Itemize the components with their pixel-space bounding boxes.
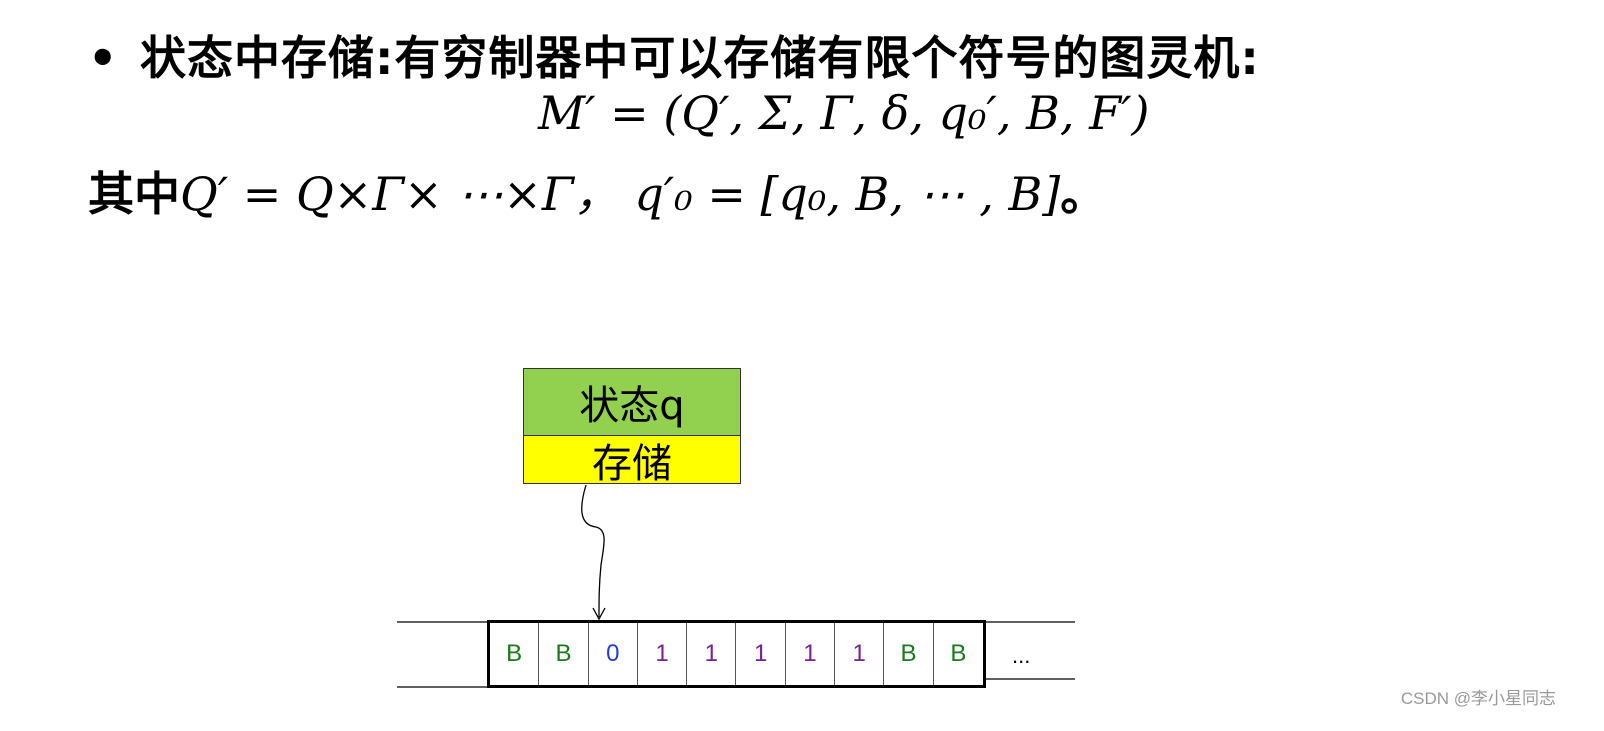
where-definition: 其中Q′ = Q×Γ× ⋯×Γ， q′₀ = [q₀, B, ⋯ , B]。 bbox=[88, 158, 1106, 224]
watermark: CSDN @李小星同志 bbox=[1400, 689, 1556, 708]
tape-ellipsis: ... bbox=[1012, 643, 1031, 668]
machine-formula: M′ = (Q′, Σ, Γ, δ, q₀′, B, F′) bbox=[538, 86, 1150, 140]
state-label: 状态q bbox=[579, 383, 685, 429]
state-box: 状态q bbox=[523, 368, 741, 436]
tape-cell: 0 bbox=[589, 623, 638, 685]
bullet: • bbox=[88, 31, 119, 85]
where-suffix: 。 bbox=[1060, 167, 1107, 221]
head-arrowhead bbox=[592, 607, 606, 621]
tape-cell: 1 bbox=[835, 623, 885, 685]
heading-text: 状态中存储:有穷制器中可以存储有限个符号的图灵机: bbox=[140, 31, 1260, 85]
head-pointer-line bbox=[581, 484, 605, 618]
storage-label: 存储 bbox=[592, 440, 672, 487]
tape-cell: 1 bbox=[786, 623, 836, 685]
storage-box: 存储 bbox=[523, 436, 741, 487]
tape-cell: B bbox=[490, 623, 540, 685]
tape-cell: B bbox=[539, 623, 589, 685]
tape-cell: 1 bbox=[638, 623, 688, 685]
where-math: Q′ = Q×Γ× ⋯×Γ， q′₀ = [q₀, B, ⋯ , B] bbox=[180, 167, 1061, 221]
tape-cell: B bbox=[884, 623, 934, 685]
tape-cell: 1 bbox=[687, 623, 737, 685]
tape-cell: B bbox=[950, 640, 967, 667]
where-prefix: 其中 bbox=[88, 167, 180, 221]
tape-cell: 1 bbox=[736, 623, 786, 685]
heading: • 状态中存储:有穷制器中可以存储有限个符号的图灵机: bbox=[88, 22, 1260, 88]
